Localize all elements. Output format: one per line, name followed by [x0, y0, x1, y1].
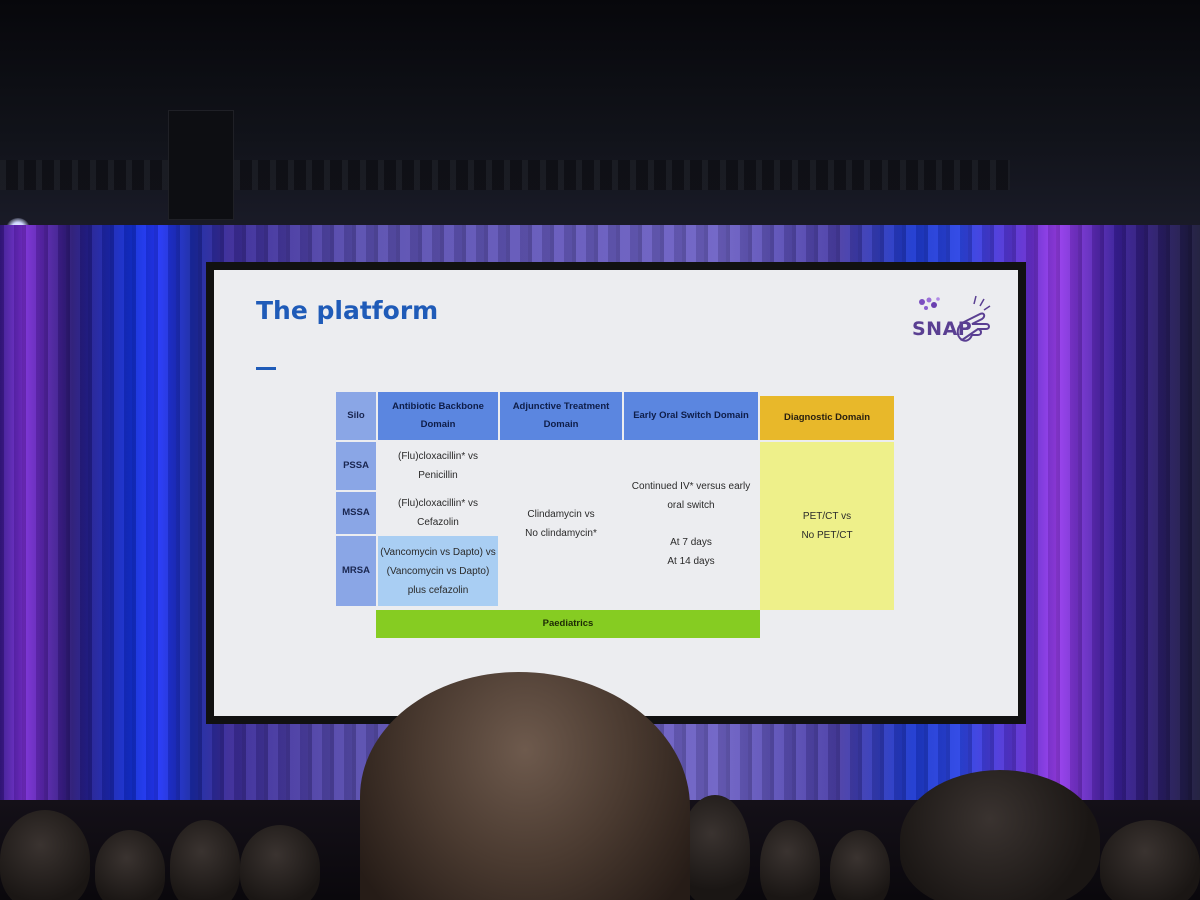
logo-text: SNAP: [912, 318, 973, 340]
adjunctive-line2: No clindamycin*: [525, 528, 597, 539]
oral-switch-line2: oral switch: [667, 500, 715, 511]
header-adjunctive-line1: Adjunctive Treatment: [512, 400, 610, 412]
antibiotic-mssa-line1: (Flu)cloxacillin* vs: [397, 498, 478, 509]
oral-switch-line4: At 14 days: [667, 556, 715, 567]
oral-switch-cell: Continued IV* versus early oral switch A…: [624, 442, 758, 606]
silo-mrsa-text: MRSA: [342, 564, 370, 576]
audience-head: [0, 810, 90, 900]
silo-mrsa: MRSA: [336, 536, 376, 606]
antibiotic-mrsa-line3: plus cefazolin: [407, 584, 469, 596]
snap-logo: SNAP: [912, 292, 996, 350]
silo-pssa: PSSA: [336, 442, 376, 490]
title-underline: [256, 367, 276, 370]
audience-head: [680, 795, 750, 900]
antibiotic-mrsa: (Vancomycin vs Dapto) vs (Vancomycin vs …: [378, 536, 498, 606]
header-diagnostic-text: Diagnostic Domain: [783, 411, 871, 423]
header-adjunctive-line2: Domain: [543, 419, 579, 430]
antibiotic-mssa-line2: Cefazolin: [417, 517, 459, 528]
silo-mssa: MSSA: [336, 492, 376, 534]
audience-head: [240, 825, 320, 900]
header-silo-text: Silo: [347, 409, 365, 421]
hanging-speaker: [168, 110, 234, 220]
audience-head: [760, 820, 820, 900]
lighting-truss: [0, 160, 1010, 190]
header-oral-switch-text: Early Oral Switch Domain: [633, 409, 749, 421]
snap-logo-icon: [919, 295, 991, 342]
oral-switch-line3: At 7 days: [670, 537, 712, 548]
audience-head: [900, 770, 1100, 900]
antibiotic-mssa: (Flu)cloxacillin* vs Cefazolin: [378, 492, 498, 534]
paediatrics-text: Paediatrics: [542, 617, 594, 629]
antibiotic-pssa: (Flu)cloxacillin* vs Penicillin: [378, 442, 498, 490]
projection-screen: The platform SNAP Silo Antibiotic Backbo…: [206, 262, 1026, 724]
header-antibiotic-line1: Antibiotic Backbone: [392, 400, 484, 412]
oral-switch-line1: Continued IV* versus early: [631, 481, 751, 492]
foreground-head: [360, 672, 690, 900]
adjunctive-line1: Clindamycin vs: [527, 509, 595, 520]
antibiotic-pssa-line2: Penicillin: [418, 470, 458, 481]
header-antibiotic: Antibiotic Backbone Domain: [378, 392, 498, 440]
audience-head: [95, 830, 165, 900]
header-oral-switch: Early Oral Switch Domain: [624, 392, 758, 440]
audience-head: [170, 820, 240, 900]
diagnostic-line1: PET/CT vs: [802, 511, 852, 522]
diagnostic-cell: PET/CT vs No PET/CT: [760, 442, 894, 610]
header-antibiotic-line2: Domain: [420, 419, 456, 430]
header-silo: Silo: [336, 392, 376, 440]
audience-head: [830, 830, 890, 900]
antibiotic-pssa-line1: (Flu)cloxacillin* vs: [397, 451, 478, 462]
paediatrics-bar: Paediatrics: [376, 610, 760, 638]
antibiotic-mrsa-line1: (Vancomycin vs Dapto) vs: [380, 546, 496, 558]
header-diagnostic: Diagnostic Domain: [760, 396, 894, 440]
silo-pssa-text: PSSA: [343, 459, 369, 471]
slide-title: The platform: [256, 296, 439, 325]
presentation-slide: The platform SNAP Silo Antibiotic Backbo…: [214, 270, 1018, 716]
silo-mssa-text: MSSA: [342, 506, 370, 518]
adjunctive-cell: Clindamycin vs No clindamycin*: [500, 442, 622, 606]
header-adjunctive: Adjunctive Treatment Domain: [500, 392, 622, 440]
diagnostic-line2: No PET/CT: [801, 530, 853, 541]
antibiotic-mrsa-line2: (Vancomycin vs Dapto): [386, 565, 490, 577]
audience-head: [1100, 820, 1200, 900]
